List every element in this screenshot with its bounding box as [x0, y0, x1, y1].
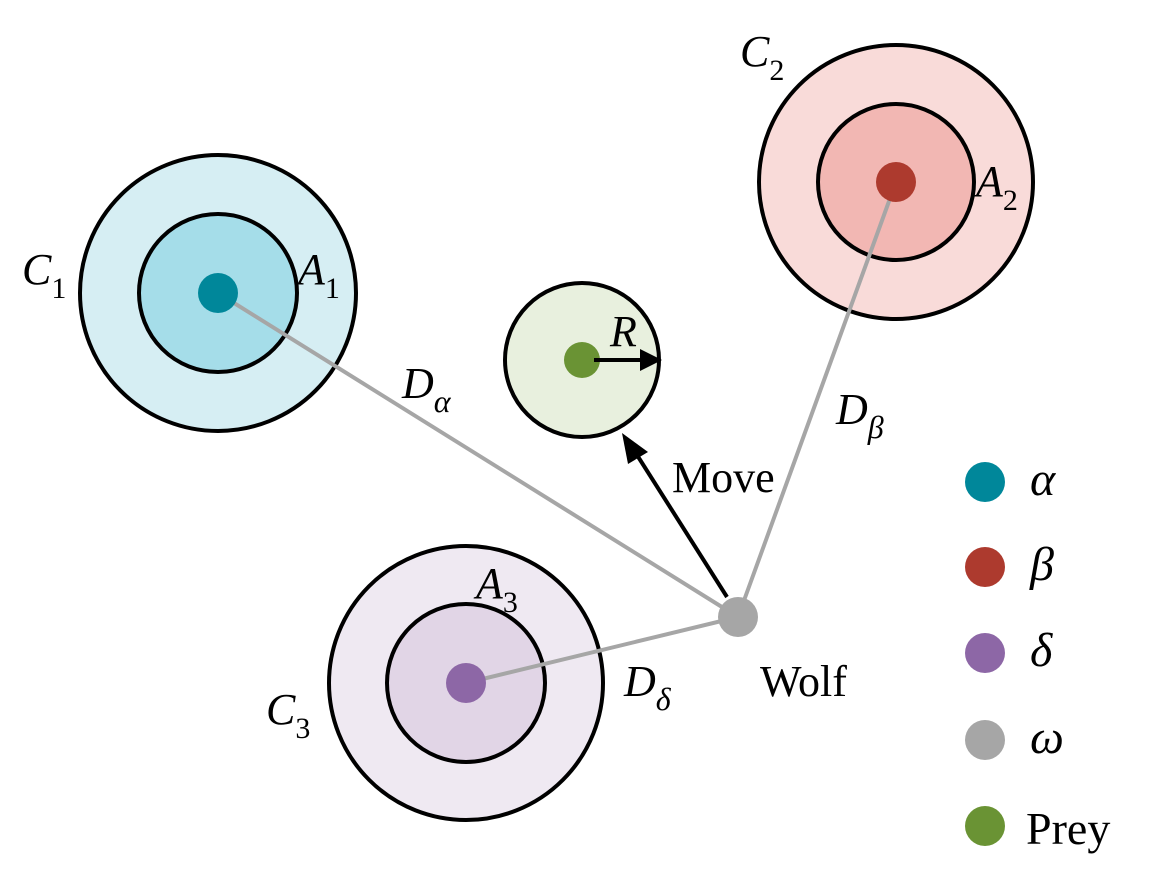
distance-line-beta — [736, 180, 898, 619]
prey-dot — [564, 342, 600, 378]
label-a1: A1 — [295, 245, 340, 305]
legend-label-prey: Prey — [1026, 803, 1110, 854]
legend-swatch-beta — [965, 547, 1005, 587]
legend-swatch-alpha — [965, 462, 1005, 502]
legend-label-beta: β — [1029, 538, 1054, 591]
delta-dot — [446, 663, 486, 703]
label-c2: C2 — [740, 27, 784, 87]
legend: α β δ ω Prey — [965, 453, 1110, 854]
legend-label-alpha: α — [1030, 453, 1056, 506]
label-d-beta: Dβ — [835, 385, 884, 445]
radius-arrowhead — [640, 349, 662, 371]
radius-arrow — [594, 349, 662, 371]
legend-item-prey: Prey — [965, 803, 1110, 854]
wolf-dot — [718, 597, 758, 637]
distance-line-delta — [464, 615, 740, 685]
label-a2: A2 — [973, 157, 1018, 217]
legend-label-omega: ω — [1030, 711, 1064, 764]
legend-item-beta: β — [965, 538, 1054, 591]
distance-line-alpha — [216, 291, 740, 619]
alpha-dot — [198, 273, 238, 313]
label-d-delta: Dδ — [623, 657, 672, 717]
move-arrowhead — [622, 433, 648, 464]
beta-dot — [876, 162, 916, 202]
label-wolf: Wolf — [760, 657, 847, 706]
label-c1: C1 — [22, 245, 66, 305]
move-arrow — [622, 433, 729, 599]
legend-item-alpha: α — [965, 453, 1056, 506]
label-r: R — [609, 307, 637, 356]
label-c3: C3 — [266, 685, 310, 745]
label-a3: A3 — [473, 559, 518, 619]
distance-lines — [216, 180, 898, 685]
legend-item-omega: ω — [965, 711, 1064, 764]
legend-swatch-prey — [965, 806, 1005, 846]
label-move: Move — [672, 453, 775, 502]
legend-item-delta: δ — [965, 624, 1053, 677]
legend-label-delta: δ — [1030, 624, 1053, 677]
label-d-alpha: Dα — [401, 359, 452, 419]
legend-swatch-omega — [965, 720, 1005, 760]
legend-swatch-delta — [965, 633, 1005, 673]
